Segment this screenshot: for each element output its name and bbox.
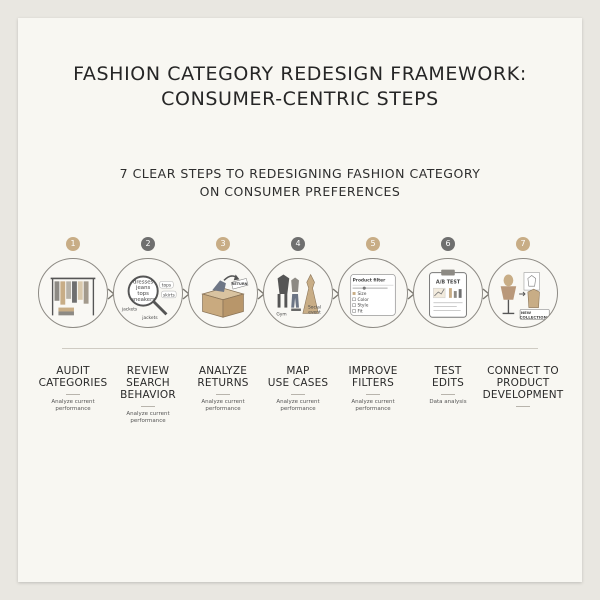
svg-text:tops: tops [162, 283, 172, 289]
step-title-line: BEHAVIOR [120, 389, 176, 401]
product-filter-panel-icon: Product filter Size Color Style Fit [350, 274, 396, 316]
clothing-rack-icon [50, 277, 96, 316]
step-number-badge: 3 [216, 237, 230, 251]
svg-text:RETURN: RETURN [232, 282, 248, 286]
step-title-line: FILTERS [352, 377, 394, 389]
subtitle-line-1: 7 CLEAR STEPS TO REDESIGNING FASHION CAT… [119, 166, 481, 181]
svg-text:event: event [308, 309, 321, 315]
page-title: FASHION CATEGORY REDESIGN FRAMEWORK: CON… [18, 62, 582, 112]
svg-text:dresses: dresses [133, 279, 154, 285]
svg-text:Color: Color [357, 297, 369, 303]
svg-text:skirts: skirts [163, 292, 176, 298]
step-description: Analyze current performance [51, 399, 95, 412]
step-divider [141, 406, 155, 407]
step-illustration: Gym Social event [263, 258, 333, 328]
step-divider [441, 394, 455, 395]
svg-text:Style: Style [357, 303, 368, 309]
step-number-badge: 5 [366, 237, 380, 251]
step-title-line: SEARCH [126, 377, 170, 389]
return-box-icon: RETURN [201, 274, 249, 318]
step-title-line: PRODUCT [496, 377, 550, 389]
step-illustration: dresses jeans tops sneakers tops skirts … [113, 258, 183, 328]
step-title-line: ANALYZE [198, 365, 248, 377]
step-description: Analyze current performance [126, 411, 170, 424]
svg-text:Product filter: Product filter [353, 277, 387, 283]
step-illustration: RETURN [188, 258, 258, 328]
step-description: Analyze current performance [351, 399, 395, 412]
step-title-line: REVIEW [126, 365, 170, 377]
mannequin-new-collections-icon: NEW COLLECTIONS [500, 272, 550, 320]
outfits-occasions-icon: Gym Social event [276, 273, 321, 317]
step-description: Data analysis [429, 399, 467, 405]
step-illustration: NEW COLLECTIONS [488, 258, 558, 328]
step-description: Analyze current performance [201, 399, 245, 412]
step-title-line: RETURNS [197, 377, 249, 389]
framework-card: FASHION CATEGORY REDESIGN FRAMEWORK: CON… [18, 18, 582, 582]
subtitle-line-2: ON CONSUMER PREFERENCES [199, 184, 401, 199]
step-title-line: DEVELOPMENT [482, 389, 564, 401]
step-illustration: A/B TEST [413, 258, 483, 328]
step-number-badge: 7 [516, 237, 530, 251]
svg-text:Fit: Fit [357, 308, 362, 314]
svg-text:jeans: jeans [135, 285, 150, 291]
step-number-badge: 1 [66, 237, 80, 251]
title-line-2: CONSUMER-CENTRIC STEPS [161, 88, 439, 110]
step-number-badge: 6 [441, 237, 455, 251]
svg-text:A/B TEST: A/B TEST [436, 279, 461, 285]
step-number-badge: 4 [291, 237, 305, 251]
ab-test-clipboard-icon: A/B TEST [429, 269, 467, 318]
step-illustration: Product filter Size Color Style Fit [338, 258, 408, 328]
svg-text:jackets: jackets [121, 306, 138, 312]
svg-text:tops: tops [137, 291, 149, 297]
step-description: Analyze current performance [276, 399, 320, 412]
timeline-baseline [62, 348, 538, 349]
step-divider [216, 394, 230, 395]
step-title-line: CATEGORIES [38, 377, 108, 389]
title-line-1: FASHION CATEGORY REDESIGN FRAMEWORK: [73, 63, 527, 85]
step-title-line: IMPROVE [348, 365, 398, 377]
step-title-line: EDITS [432, 377, 464, 389]
step-title-line: USE CASES [267, 377, 329, 389]
svg-text:Gym: Gym [276, 311, 286, 317]
svg-text:COLLECTIONS: COLLECTIONS [520, 314, 550, 319]
step-illustration [38, 258, 108, 328]
svg-text:Social: Social [308, 305, 321, 311]
svg-text:sneakers: sneakers [131, 297, 155, 303]
step-title-line: CONNECT TO [487, 365, 559, 377]
step-title-line: TEST [434, 365, 462, 377]
step-title-line: AUDIT [56, 365, 90, 377]
svg-text:Size: Size [357, 291, 366, 297]
step-title-line: MAP [286, 365, 310, 377]
svg-text:NEW: NEW [521, 310, 532, 315]
step-divider [66, 394, 80, 395]
step-number-badge: 2 [141, 237, 155, 251]
page-subtitle: 7 CLEAR STEPS TO REDESIGNING FASHION CAT… [18, 165, 582, 201]
step-divider [366, 394, 380, 395]
magnifier-search-terms-icon: dresses jeans tops sneakers tops skirts … [121, 275, 177, 321]
step-divider [291, 394, 305, 395]
step-divider [516, 406, 530, 407]
svg-text:jackets: jackets [141, 315, 158, 321]
